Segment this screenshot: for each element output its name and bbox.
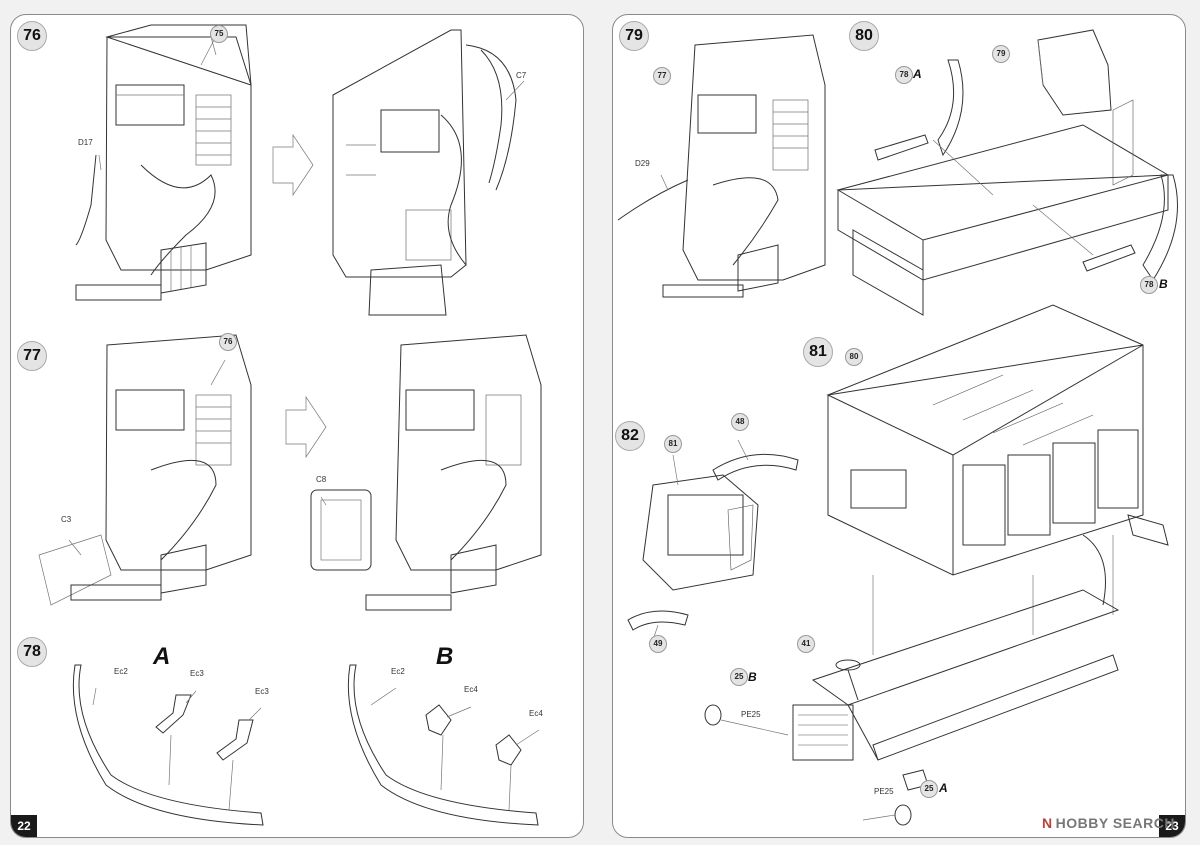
callout-badge: 77: [653, 67, 671, 85]
watermark-text: HOBBY SEARCH: [1055, 815, 1175, 831]
hobby-search-logo-icon: N: [1042, 815, 1053, 831]
step-number: 78: [17, 637, 47, 667]
assembly-drawings-left: [38, 24, 542, 826]
variant-label: A: [939, 781, 948, 795]
variant-label: B: [1159, 277, 1168, 291]
variant-label: A: [913, 67, 922, 81]
part-label: PE25: [741, 710, 761, 719]
step-77-cab-drawing-a: [38, 334, 252, 606]
callout-badge: 25: [920, 780, 938, 798]
callout-badge: 80: [845, 348, 863, 366]
instruction-page-right: 79 77 D29 80 79 78 A 78 B 81 80 41 25 B …: [612, 14, 1186, 838]
callout-badge: 25: [730, 668, 748, 686]
step-81-chassis-drawing: [704, 589, 1120, 826]
part-label: Ec3: [255, 687, 269, 696]
callout-badge: 41: [797, 635, 815, 653]
callout-badge: 49: [649, 635, 667, 653]
step-78-fender-b: [347, 664, 539, 826]
part-label: Ec4: [529, 709, 543, 718]
step-number: 79: [619, 21, 649, 51]
step-number: 76: [17, 21, 47, 51]
variant-b-label: B: [436, 643, 454, 670]
part-label: C7: [516, 71, 527, 80]
callout-badge: 78: [1140, 276, 1158, 294]
part-label: PE25: [874, 787, 894, 796]
part-label: Ec3: [190, 669, 204, 678]
step-80-body-drawing: [836, 29, 1178, 316]
part-label: Ec2: [391, 667, 405, 676]
callout-badge: 78: [895, 66, 913, 84]
step-82-radiator-drawing: [627, 439, 799, 641]
step-number: 82: [615, 421, 645, 451]
step-number: 80: [849, 21, 879, 51]
step-78-fender-a: [72, 664, 264, 826]
callout-badge: 79: [992, 45, 1010, 63]
callout-badge: 48: [731, 413, 749, 431]
part-label: D17: [78, 138, 93, 147]
variant-a-label: A: [153, 643, 171, 670]
step-81-body-drawing: [826, 304, 1169, 655]
step-76-cab-drawing-a: [75, 24, 252, 301]
step-number: 81: [803, 337, 833, 367]
step-77-cab-drawing-b: [310, 334, 542, 611]
step-number: 77: [17, 341, 47, 371]
part-label: Ec2: [114, 667, 128, 676]
part-label: C3: [61, 515, 72, 524]
step-79-cab-drawing: [617, 34, 826, 298]
callout-badge: 76: [219, 333, 237, 351]
page-number: 23: [1159, 815, 1185, 837]
step-76-cab-drawing-b: [332, 29, 517, 316]
page-number: 22: [11, 815, 37, 837]
part-label: D29: [635, 159, 650, 168]
step-77-arrow: [285, 395, 327, 459]
callout-badge: 75: [210, 25, 228, 43]
part-label: C8: [316, 475, 327, 484]
variant-label: B: [748, 670, 757, 684]
callout-badge: 81: [664, 435, 682, 453]
step-76-arrow: [272, 133, 314, 197]
part-label: Ec4: [464, 685, 478, 694]
instruction-page-left: 76 75 D17 C7 77 76 C3 C8 78 A B Ec2 Ec3 …: [10, 14, 584, 838]
assembly-drawings-right: [617, 29, 1178, 826]
